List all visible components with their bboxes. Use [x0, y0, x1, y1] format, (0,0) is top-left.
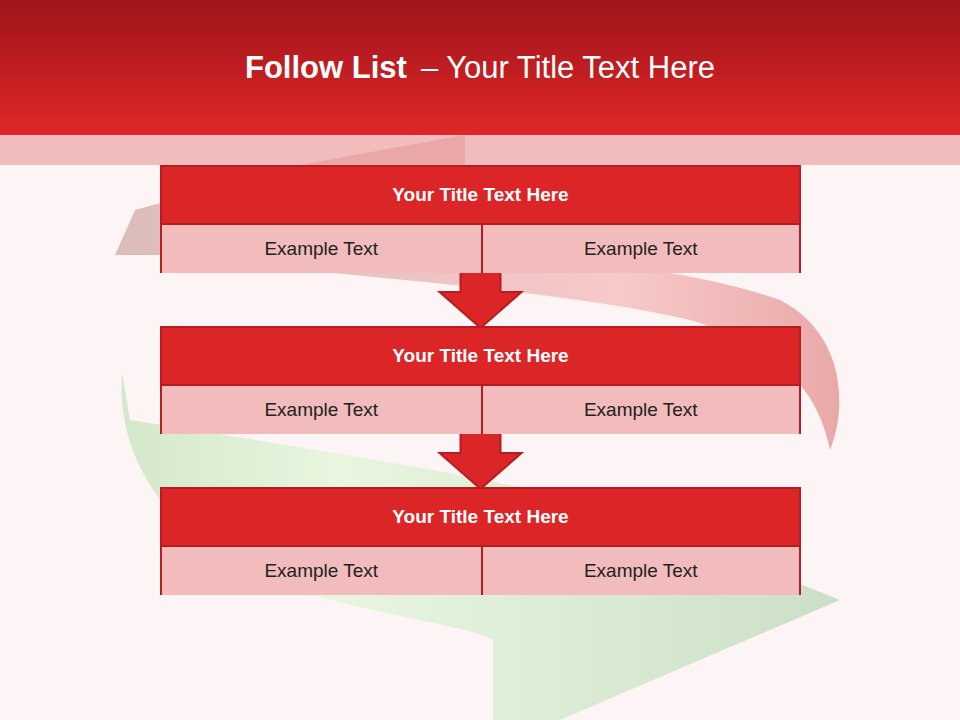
- flow-arrow: [440, 432, 522, 489]
- step-heading: Your Title Text Here: [162, 328, 799, 386]
- slide-title: Follow List: [245, 50, 407, 86]
- step-heading: Your Title Text Here: [162, 489, 799, 547]
- step-box: Your Title Text HereExample Text Example …: [160, 165, 801, 273]
- cell-text: Example Text: [584, 238, 698, 260]
- cell-text: Example Text: [264, 399, 378, 421]
- detail-cell: Example Text: [162, 225, 481, 273]
- title-subtext: – Your Title Text Here: [421, 50, 715, 86]
- detail-cell: Example Text: [162, 386, 481, 434]
- cell-text: Example Text: [584, 399, 698, 421]
- cell-text: Example Text: [584, 560, 698, 582]
- step-box: Your Title Text HereExample Text Example …: [160, 326, 801, 434]
- title-bar: Follow List – Your Title Text Here: [0, 0, 960, 135]
- cell-text: Example Text: [264, 560, 378, 582]
- detail-cell: Example Text: [481, 547, 800, 595]
- detail-cell: Example Text: [481, 386, 800, 434]
- step-heading: Your Title Text Here: [162, 167, 799, 225]
- detail-cell: Example Text: [162, 547, 481, 595]
- detail-cell: Example Text: [481, 225, 800, 273]
- cell-text: Example Text: [264, 238, 378, 260]
- flow-arrow: [440, 271, 522, 328]
- step-box: Your Title Text HereExample Text Example …: [160, 487, 801, 595]
